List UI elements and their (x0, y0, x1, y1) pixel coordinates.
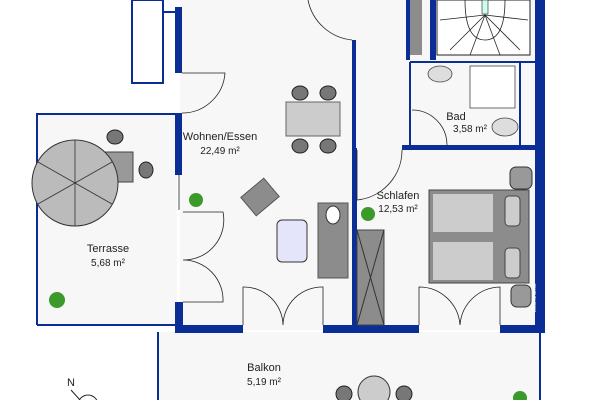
compass-icon (70, 389, 98, 400)
double-bed (428, 166, 533, 308)
room-name-terrasse: Terrasse (86, 243, 130, 255)
thick-walls (175, 0, 545, 333)
plant-icon (189, 193, 203, 207)
wardrobe (356, 229, 385, 326)
room-name-wohnen: Wohnen/Essen (182, 131, 258, 143)
dining-set (285, 85, 341, 154)
room-area-schlafen: 12,53 m² (378, 204, 418, 215)
plant-icons (49, 193, 527, 400)
room-area-balkon: 5,19 m² (247, 377, 281, 388)
room-area-terrasse: 5,68 m² (91, 258, 125, 269)
room-name-bad: Bad (446, 111, 466, 123)
room-area-wohnen: 22,49 m² (200, 146, 240, 157)
thin-walls (36, 0, 541, 400)
plant-icon (49, 292, 65, 308)
doors (178, 0, 501, 326)
plant-icon (361, 207, 375, 221)
watermark: McGrundriss (532, 283, 538, 312)
compass-north-label: N (67, 377, 75, 389)
living-furniture (240, 177, 349, 279)
balcony-table (335, 375, 413, 400)
room-area-bad: 3,58 m² (453, 124, 487, 135)
staircase (410, 0, 531, 56)
terrace-furniture (31, 129, 154, 227)
room-name-balkon: Balkon (247, 362, 281, 374)
bathroom-fixtures (427, 65, 519, 137)
plant-icon (513, 391, 527, 400)
room-name-schlafen: Schlafen (376, 190, 420, 202)
